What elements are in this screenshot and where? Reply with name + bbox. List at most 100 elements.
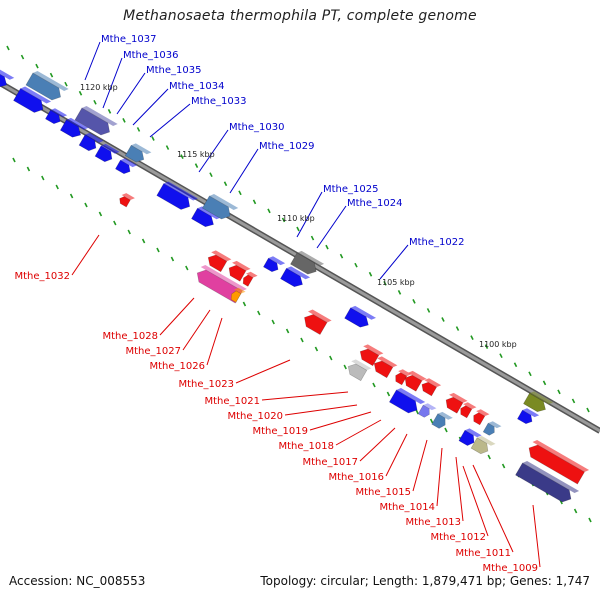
- gene-label: Mthe_1013: [406, 517, 462, 528]
- scale-tick: [93, 99, 97, 105]
- scale-tick: [194, 163, 199, 169]
- scale-tick: [107, 108, 112, 114]
- gene-block-forward: [201, 193, 239, 220]
- scale-tick: [415, 409, 419, 415]
- gene-block-forward: [470, 435, 496, 455]
- gene-label: Mthe_1029: [259, 141, 315, 152]
- leader-line: [385, 433, 408, 477]
- scale-tick: [557, 389, 561, 395]
- scale-tick: [69, 193, 74, 199]
- leader-line: [182, 309, 211, 351]
- gene-label: Mthe_1016: [329, 472, 385, 483]
- leader-line: [261, 391, 349, 401]
- gene-label: Mthe_1017: [303, 457, 359, 468]
- scale-tick: [487, 454, 491, 460]
- gene-label: Mthe_1020: [228, 411, 284, 422]
- scale-tick: [78, 90, 83, 96]
- gene-block-reverse: [347, 359, 372, 382]
- scale-tick: [296, 226, 300, 232]
- leader-line: [359, 427, 396, 462]
- scale-tick: [429, 418, 434, 424]
- gene-block-forward: [515, 460, 580, 503]
- leader-line: [532, 504, 541, 568]
- scale-tick: [501, 463, 506, 469]
- gene-label: Mthe_1012: [431, 532, 487, 543]
- scale-tick: [271, 319, 275, 325]
- leader-line: [235, 359, 291, 384]
- leader-line: [159, 297, 195, 336]
- gene-label: Mthe_1014: [380, 502, 436, 513]
- gene-label: Mthe_1022: [409, 237, 465, 248]
- scale-tick: [252, 199, 257, 205]
- scale-tick: [372, 382, 376, 388]
- leader-line: [455, 456, 464, 522]
- scale-tick: [20, 54, 25, 60]
- scale-tick: [285, 328, 290, 334]
- scale-tick: [12, 157, 16, 163]
- leader-line: [412, 439, 428, 492]
- gene-block-reverse: [242, 271, 258, 287]
- scale-tick: [156, 247, 160, 253]
- gene-label: Mthe_1034: [169, 81, 225, 92]
- scale-tick: [267, 208, 271, 214]
- gene-block-forward: [94, 143, 120, 163]
- gene-block-reverse: [445, 392, 468, 414]
- gene-label: Mthe_1024: [347, 198, 403, 209]
- gene-label: Mthe_1037: [101, 34, 157, 45]
- gene-block-reverse: [528, 439, 590, 485]
- scale-tick: [127, 229, 131, 235]
- gene-label: Mthe_1018: [279, 441, 335, 452]
- scale-tick: [542, 380, 547, 386]
- gene-block-forward: [458, 428, 482, 446]
- gene-block-reverse: [460, 402, 477, 419]
- gene-block-forward: [78, 132, 104, 152]
- scale-tick: [136, 127, 141, 132]
- scale-tick: [310, 235, 315, 241]
- scale-tick: [122, 118, 126, 123]
- gene-label: Mthe_1021: [205, 396, 261, 407]
- scale-tick: [281, 217, 286, 223]
- gene-block-forward: [45, 108, 68, 125]
- gene-block-forward: [191, 206, 222, 228]
- gene-block-reverse: [207, 250, 232, 273]
- scale-tick: [238, 190, 242, 196]
- scale-tick: [35, 63, 39, 69]
- gene-block-forward: [0, 67, 15, 88]
- leader-line: [116, 72, 146, 115]
- leader-line: [436, 447, 443, 507]
- scale-tick: [49, 72, 54, 78]
- leader-line: [462, 465, 489, 537]
- scale-tick: [329, 355, 333, 361]
- scale-tick: [484, 344, 489, 350]
- scale-tick: [386, 391, 391, 397]
- gene-label: Mthe_1025: [323, 184, 379, 195]
- scale-tick: [588, 517, 592, 523]
- leader-line: [309, 411, 372, 431]
- scale-tick: [470, 335, 474, 340]
- scale-tick: [573, 508, 578, 514]
- scale-tick: [55, 184, 59, 190]
- accession-text: Accession: NC_008553: [9, 574, 146, 588]
- scale-tick: [98, 211, 103, 217]
- gene-block-forward: [388, 387, 426, 414]
- gene-label: Mthe_1023: [179, 379, 235, 390]
- scale-tick: [441, 317, 445, 322]
- gene-block-forward: [431, 411, 453, 429]
- scale-tick: [397, 289, 402, 295]
- scale-tick: [426, 308, 431, 313]
- leader-line: [316, 205, 347, 249]
- scale-label: 1110 kbp: [277, 214, 315, 223]
- leader-line: [71, 234, 100, 276]
- leader-line: [379, 244, 409, 280]
- scale-tick: [185, 265, 189, 271]
- scale-tick: [26, 166, 31, 172]
- gene-label: Mthe_1035: [146, 65, 202, 76]
- scale-tick: [165, 145, 170, 150]
- scale-tick: [343, 364, 347, 370]
- leader-line: [149, 103, 191, 138]
- scale-tick: [455, 326, 460, 331]
- gene-block-forward: [482, 421, 502, 436]
- gene-block-reverse: [421, 378, 442, 397]
- gene-label: Mthe_1019: [253, 426, 309, 437]
